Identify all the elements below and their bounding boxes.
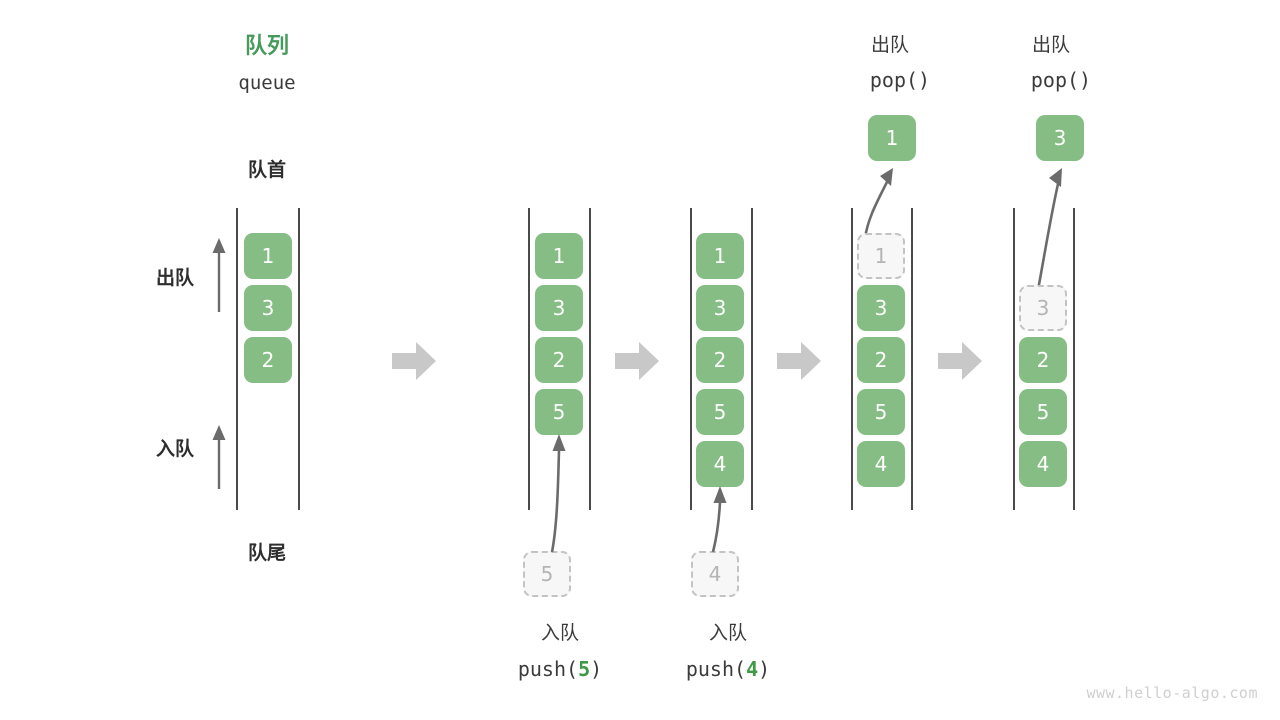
push4-caption-cn: 入队 bbox=[708, 622, 748, 644]
queue-cell: 5 bbox=[696, 389, 744, 435]
queue-cell-ghost: 1 bbox=[857, 233, 905, 279]
queue-cell: 2 bbox=[857, 337, 905, 383]
rail-right-pop3 bbox=[1073, 208, 1075, 510]
push5-code-prefix: push( bbox=[517, 657, 579, 681]
push5-code-arg: 5 bbox=[578, 657, 591, 681]
push5-code-suffix: ) bbox=[590, 657, 603, 681]
queue-cell: 4 bbox=[696, 441, 744, 487]
pop3-caption-cn: 出队 bbox=[1031, 34, 1071, 56]
push5-caption-cn: 入队 bbox=[540, 622, 580, 644]
enqueue-side-label: 入队 bbox=[155, 438, 195, 460]
queue-cell: 2 bbox=[244, 337, 292, 383]
queue-cell: 4 bbox=[1019, 441, 1067, 487]
rail-right-push4 bbox=[751, 208, 753, 510]
incoming-ghost-cell: 5 bbox=[523, 551, 571, 597]
dequeue-side-label: 出队 bbox=[155, 267, 195, 289]
pop3-caption-code: pop() bbox=[1030, 68, 1092, 92]
push-arrow-icon bbox=[538, 430, 578, 555]
enqueue-up-arrow-icon bbox=[208, 423, 230, 489]
dequeue-up-arrow-icon bbox=[208, 236, 230, 312]
push-arrow-icon bbox=[703, 482, 739, 554]
queue-cell: 3 bbox=[535, 285, 583, 331]
push4-code-suffix: ) bbox=[758, 657, 771, 681]
pop1-caption-cn: 出队 bbox=[870, 34, 910, 56]
push4-code-arg: 4 bbox=[746, 657, 759, 681]
watermark: www.hello-algo.com bbox=[1086, 684, 1258, 702]
rail-left-pop1 bbox=[851, 208, 853, 510]
queue-cell: 5 bbox=[535, 389, 583, 435]
pop-arrow-icon bbox=[855, 162, 905, 240]
queue-cell: 1 bbox=[535, 233, 583, 279]
push5-caption-code: push(5) bbox=[518, 659, 602, 679]
push4-code-prefix: push( bbox=[685, 657, 747, 681]
queue-cell: 2 bbox=[535, 337, 583, 383]
queue-cell-ghost: 3 bbox=[1019, 285, 1067, 331]
rear-label: 队尾 bbox=[247, 542, 287, 564]
queue-cell: 5 bbox=[1019, 389, 1067, 435]
queue-cell: 3 bbox=[244, 285, 292, 331]
queue-cell: 1 bbox=[696, 233, 744, 279]
queue-cell: 2 bbox=[696, 337, 744, 383]
rail-right-initial bbox=[298, 208, 300, 510]
step-arrow-4 bbox=[938, 340, 982, 382]
rail-left-push5 bbox=[528, 208, 530, 510]
queue-title-cn: 队列 bbox=[244, 34, 290, 59]
queue-title-en: queue bbox=[238, 72, 296, 94]
queue-cell: 3 bbox=[696, 285, 744, 331]
queue-cell: 2 bbox=[1019, 337, 1067, 383]
pop1-caption-code: pop() bbox=[869, 68, 931, 92]
popped-cell: 1 bbox=[868, 115, 916, 161]
queue-cell: 3 bbox=[857, 285, 905, 331]
queue-cell: 4 bbox=[857, 441, 905, 487]
step-arrow-1 bbox=[392, 340, 436, 382]
incoming-ghost-cell: 4 bbox=[691, 551, 739, 597]
step-arrow-3 bbox=[777, 340, 821, 382]
queue-cell: 5 bbox=[857, 389, 905, 435]
front-label: 队首 bbox=[247, 159, 287, 181]
rail-right-push5 bbox=[589, 208, 591, 510]
rail-left-initial bbox=[236, 208, 238, 510]
pop-arrow-icon bbox=[1018, 162, 1074, 292]
step-arrow-2 bbox=[615, 340, 659, 382]
rail-right-pop1 bbox=[911, 208, 913, 510]
rail-left-pop3 bbox=[1013, 208, 1015, 510]
push4-caption-code: push(4) bbox=[686, 659, 770, 679]
rail-left-push4 bbox=[690, 208, 692, 510]
queue-cell: 1 bbox=[244, 233, 292, 279]
popped-cell: 3 bbox=[1036, 115, 1084, 161]
